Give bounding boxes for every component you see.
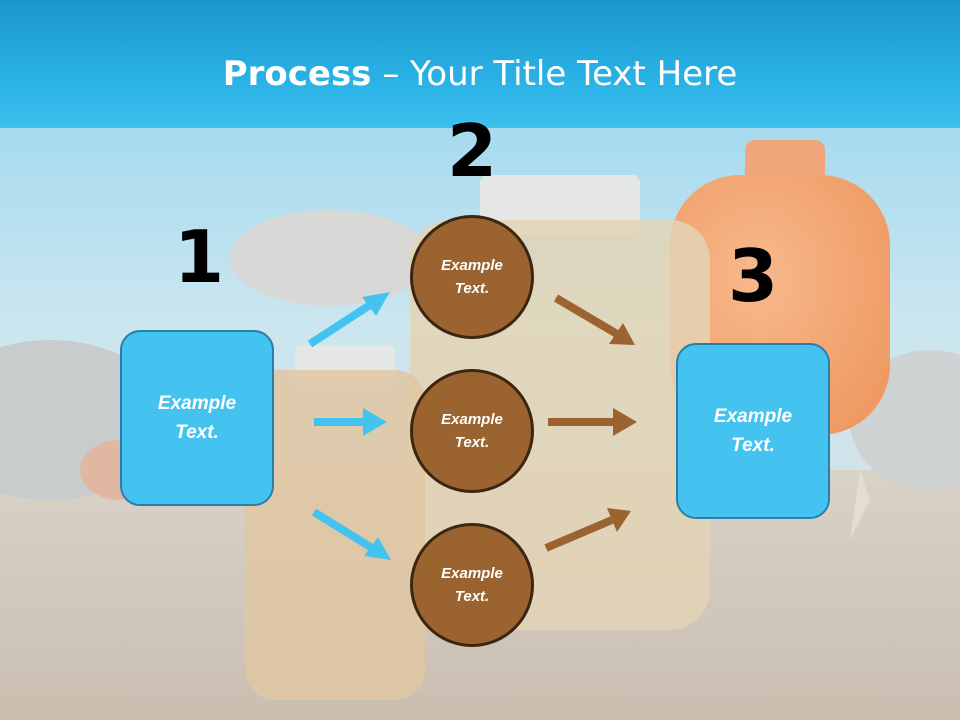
right-box-line1: Example: [713, 406, 793, 427]
step-number-2: 2: [446, 109, 498, 193]
arrow-left-to-bottom: [311, 508, 375, 552]
circle-middle-line2: Text.: [454, 434, 490, 451]
circle-top-line2: Text.: [454, 280, 490, 297]
arrowhead-bottom-to-right: [607, 508, 631, 532]
arrowhead-left-to-bottom: [364, 537, 391, 560]
slide-title: Process – Your Title Text Here: [0, 52, 960, 96]
circle-bottom-line2: Text.: [454, 588, 490, 605]
arrow-bottom-to-right: [544, 516, 614, 552]
left-box-line1: Example: [157, 393, 237, 414]
left-box-line2: Text.: [175, 422, 219, 443]
arrowhead-top-to-right: [609, 323, 635, 345]
title-band: [0, 0, 960, 128]
circle-top-line1: Example: [441, 257, 503, 274]
arrowhead-middle-to-right: [613, 408, 637, 436]
title-rest: – Your Title Text Here: [371, 54, 738, 94]
arrow-left-to-top: [307, 301, 373, 348]
arrowhead-left-to-top: [362, 292, 390, 316]
step-number-3: 3: [727, 234, 779, 318]
arrow-top-to-right: [553, 294, 620, 338]
arrowhead-left-to-middle: [363, 408, 387, 436]
circle-middle-line1: Example: [441, 411, 503, 428]
title-strong: Process: [222, 54, 372, 94]
step-number-1: 1: [173, 215, 225, 299]
circle-bottom-line1: Example: [441, 565, 503, 582]
right-box-line2: Text.: [731, 435, 775, 456]
